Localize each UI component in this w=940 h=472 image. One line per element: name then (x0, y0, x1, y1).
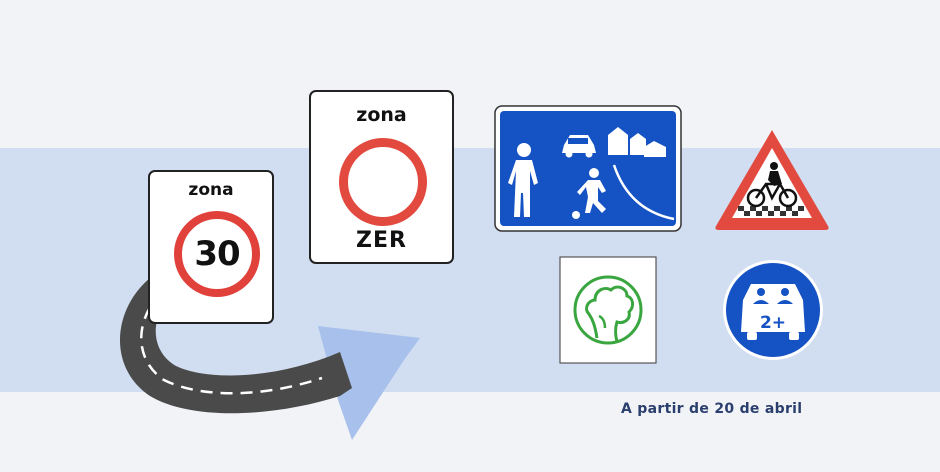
pedestrian-icon (508, 143, 538, 217)
cyclist-icon (768, 162, 782, 186)
speed-limit-ring: 30 (174, 211, 260, 297)
cyclist-warning-sign (715, 130, 829, 230)
crossing-band (738, 206, 804, 216)
zona-30-label: zona (188, 180, 234, 200)
houses-icon (608, 127, 666, 157)
car-icon (562, 135, 596, 158)
zona-zer-label: zona (356, 104, 407, 126)
road-surface (119, 278, 352, 414)
curve-line (612, 164, 675, 221)
passengers-icon (753, 288, 793, 304)
child-playing-icon (572, 168, 606, 219)
residential-zone-sign (494, 105, 682, 232)
vehicle-icon (741, 284, 805, 340)
start-date-caption: A partir de 20 de abril (621, 401, 803, 417)
zona-zer-sign: zona ZER (309, 90, 454, 264)
tree-icon (585, 285, 635, 343)
road-lane-line (140, 291, 323, 395)
zer-acronym: ZER (356, 228, 407, 253)
arrow-head (318, 326, 420, 440)
high-occupancy-vehicle-sign: 2+ (723, 260, 823, 360)
occupancy-number: 2+ (760, 313, 786, 333)
green-zone-sign (559, 256, 657, 364)
no-entry-ring (339, 138, 427, 226)
zona-30-sign: zona 30 (148, 170, 274, 324)
speed-limit-number: 30 (194, 234, 240, 274)
bicycle-icon (746, 182, 798, 208)
